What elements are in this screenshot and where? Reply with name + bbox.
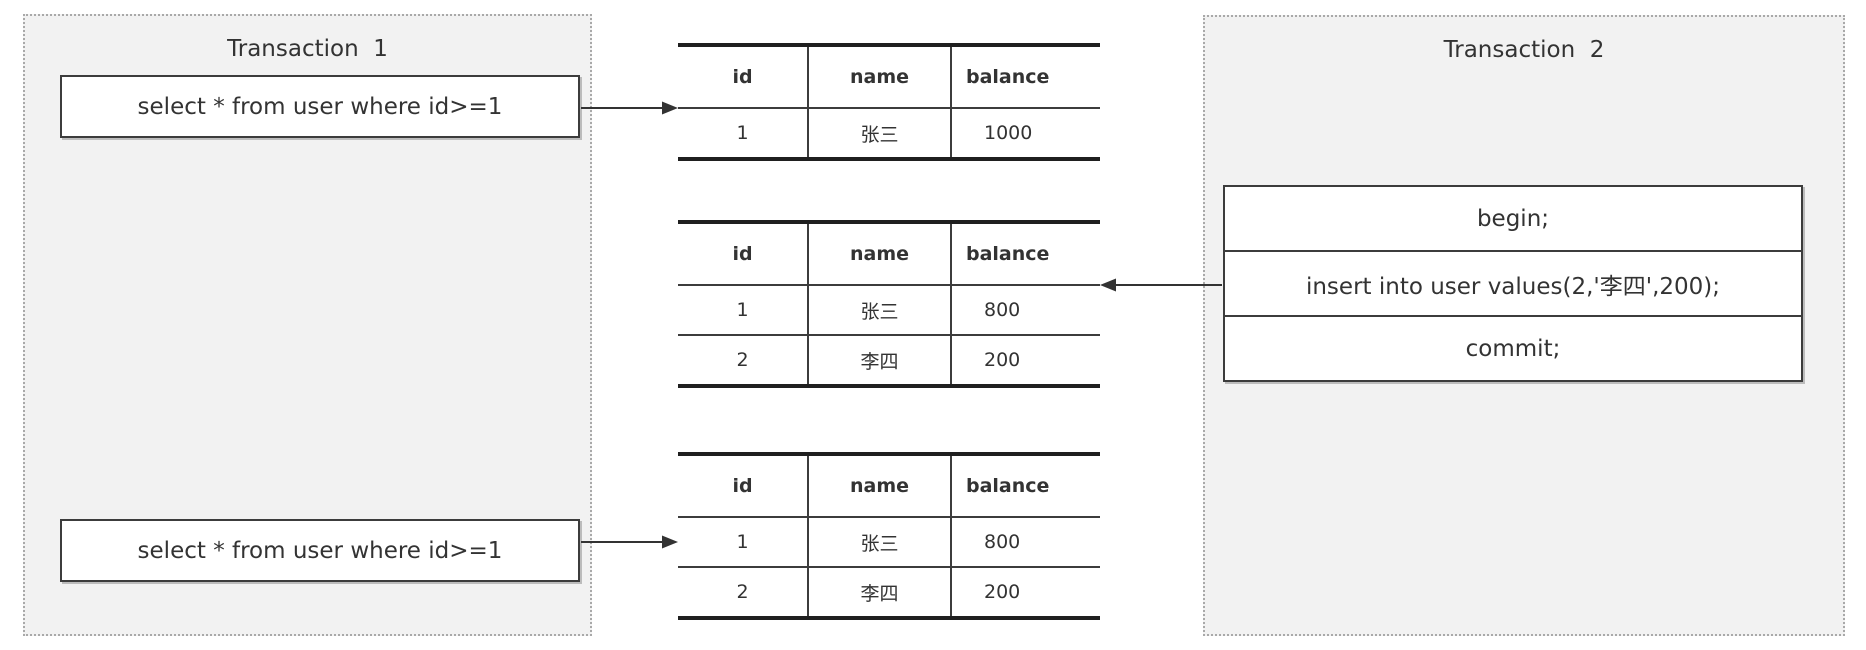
table-row: 2 李四 200: [678, 334, 1100, 384]
select-query-box-2: select * from user where id>=1: [60, 519, 580, 582]
table-row: id name balance: [678, 456, 1100, 516]
col-header-name: name: [807, 47, 952, 107]
table-row: id name balance: [678, 47, 1100, 107]
col-header-balance: balance: [966, 475, 1050, 497]
col-header-name: name: [807, 224, 952, 284]
insert-statement: insert into user values(2,'李四',200);: [1225, 250, 1801, 315]
cell-name: 张三: [807, 518, 952, 566]
cell-id: 2: [736, 581, 749, 603]
col-header-balance: balance: [966, 243, 1050, 265]
cell-balance: 200: [984, 581, 1021, 603]
transaction-1-title: Transaction 1: [227, 36, 388, 62]
result-table-2: id name balance 1 张三 800 2 李四 200: [678, 220, 1100, 388]
begin-statement: begin;: [1476, 205, 1550, 232]
cell-id: 2: [736, 349, 749, 371]
select-query-1-text: select * from user where id>=1: [137, 93, 503, 120]
cell-balance: 800: [984, 299, 1021, 321]
transaction-2-title: Transaction 2: [1443, 37, 1605, 63]
cell-id: 1: [736, 122, 749, 144]
cell-balance: 200: [984, 349, 1021, 371]
cell-id: 1: [736, 531, 749, 553]
cell-name: 李四: [807, 336, 952, 384]
cell-balance: 800: [984, 531, 1021, 553]
col-header-balance: balance: [966, 66, 1050, 88]
cell-name: 张三: [807, 286, 952, 334]
result-table-3: id name balance 1 张三 800 2 李四 200: [678, 452, 1100, 620]
cell-id: 1: [736, 299, 749, 321]
cell-name: 李四: [807, 568, 952, 616]
table-row: 1 张三 800: [678, 284, 1100, 334]
table-row: 1 张三 1000: [678, 107, 1100, 157]
table-row: 1 张三 800: [678, 516, 1100, 566]
select-query-box-1: select * from user where id>=1: [60, 75, 580, 138]
transaction-2-statements-box: begin; insert into user values(2,'李四',20…: [1223, 185, 1803, 382]
col-header-id: id: [732, 243, 753, 265]
cell-name: 张三: [807, 109, 952, 157]
commit-statement: commit;: [1225, 315, 1801, 380]
col-header-name: name: [807, 456, 952, 516]
arrow-query1-to-table1: [581, 101, 678, 115]
table-row: 2 李四 200: [678, 566, 1100, 616]
cell-balance: 1000: [984, 122, 1033, 144]
table-row: id name balance: [678, 224, 1100, 284]
col-header-id: id: [732, 475, 753, 497]
select-query-2-text: select * from user where id>=1: [137, 537, 503, 564]
col-header-id: id: [732, 66, 753, 88]
result-table-1: id name balance 1 张三 1000: [678, 43, 1100, 161]
arrow-query2-to-table3: [581, 535, 678, 549]
